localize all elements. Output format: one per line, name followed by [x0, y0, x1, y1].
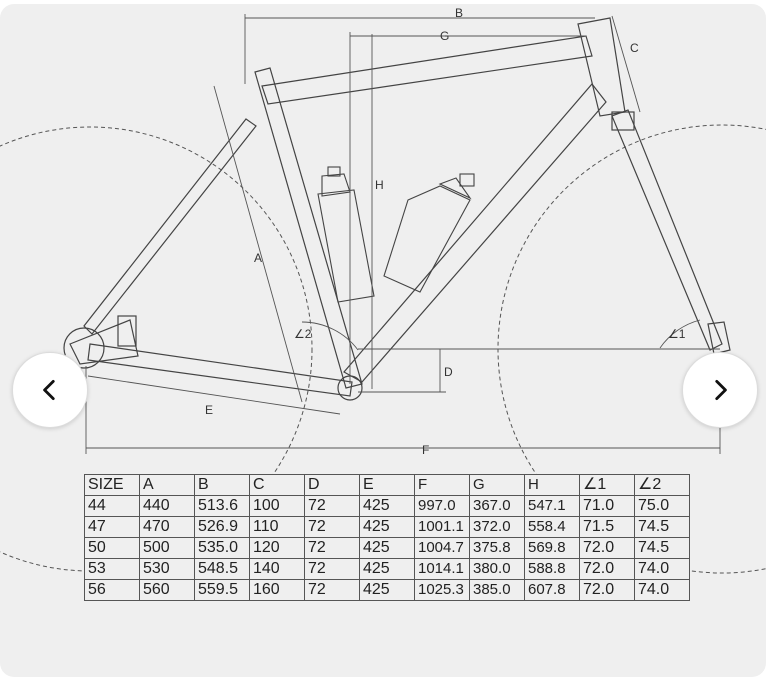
table-cell: 440 [139, 495, 195, 517]
dim-label-d: D [444, 365, 453, 379]
table-cell: 548.5 [194, 558, 250, 580]
dim-label-e: E [205, 403, 213, 417]
table-header: F [414, 474, 470, 496]
table-cell: 1004.7 [414, 537, 470, 559]
table-header: E [359, 474, 415, 496]
table-cell: 500 [139, 537, 195, 559]
table-cell: 110 [249, 516, 305, 538]
table-header: H [524, 474, 580, 496]
table-cell: 425 [359, 558, 415, 580]
geometry-table: SIZE A B C D E F G H ∠1 ∠2 44 440 513.6 … [84, 474, 690, 601]
table-cell: 72.0 [579, 537, 635, 559]
chevron-left-icon [43, 379, 55, 401]
table-cell: 1014.1 [414, 558, 470, 580]
dim-label-f: F [422, 443, 429, 457]
table-header: ∠2 [634, 474, 690, 496]
table-cell: 71.5 [579, 516, 635, 538]
table-cell: 526.9 [194, 516, 250, 538]
table-cell: 367.0 [469, 495, 525, 517]
dim-label-h: H [375, 178, 384, 192]
table-cell: 547.1 [524, 495, 580, 517]
table-cell: 120 [249, 537, 305, 559]
table-cell: 72 [304, 558, 360, 580]
table-header-row: SIZE A B C D E F G H ∠1 ∠2 [84, 474, 690, 496]
table-row: 44 440 513.6 100 72 425 997.0 367.0 547.… [84, 495, 690, 517]
water-bottles [317, 166, 475, 303]
table-cell: 559.5 [194, 579, 250, 601]
table-cell: 160 [249, 579, 305, 601]
dim-label-b: B [455, 6, 463, 20]
table-cell: 607.8 [524, 579, 580, 601]
table-row: 47 470 526.9 110 72 425 1001.1 372.0 558… [84, 516, 690, 538]
dim-label-c: C [630, 41, 639, 55]
table-cell: 72 [304, 537, 360, 559]
table-cell: 53 [84, 558, 140, 580]
table-cell: 72.0 [579, 558, 635, 580]
table-cell: 470 [139, 516, 195, 538]
table-cell: 72 [304, 495, 360, 517]
table-header: SIZE [84, 474, 140, 496]
table-cell: 74.0 [634, 558, 690, 580]
table-cell: 425 [359, 516, 415, 538]
table-row: 56 560 559.5 160 72 425 1025.3 385.0 607… [84, 579, 690, 601]
table-cell: 72.0 [579, 579, 635, 601]
table-cell: 44 [84, 495, 140, 517]
frame-outline [63, 17, 731, 401]
table-cell: 1025.3 [414, 579, 470, 601]
table-cell: 560 [139, 579, 195, 601]
table-header: C [249, 474, 305, 496]
table-cell: 74.5 [634, 516, 690, 538]
table-cell: 56 [84, 579, 140, 601]
dimension-lines [85, 14, 721, 454]
table-cell: 75.0 [634, 495, 690, 517]
table-cell: 558.4 [524, 516, 580, 538]
table-header: D [304, 474, 360, 496]
table-cell: 1001.1 [414, 516, 470, 538]
image-viewer: B G C H A D E F ∠2 ∠1 SIZE A B C D E F G… [0, 4, 766, 677]
table-cell: 425 [359, 537, 415, 559]
table-cell: 425 [359, 495, 415, 517]
table-cell: 71.0 [579, 495, 635, 517]
table-cell: 74.5 [634, 537, 690, 559]
dim-label-a: A [254, 251, 262, 265]
table-cell: 425 [359, 579, 415, 601]
next-image-button[interactable] [682, 352, 758, 428]
rear-wheel-outline [0, 126, 313, 572]
table-cell: 997.0 [414, 495, 470, 517]
previous-image-button[interactable] [12, 352, 88, 428]
table-cell: 100 [249, 495, 305, 517]
table-cell: 74.0 [634, 579, 690, 601]
table-cell: 140 [249, 558, 305, 580]
table-header: G [469, 474, 525, 496]
table-cell: 530 [139, 558, 195, 580]
table-cell: 588.8 [524, 558, 580, 580]
table-cell: 380.0 [469, 558, 525, 580]
dim-label-angle-1: ∠1 [668, 327, 686, 341]
table-cell: 47 [84, 516, 140, 538]
table-cell: 385.0 [469, 579, 525, 601]
table-header: B [194, 474, 250, 496]
chevron-right-icon [715, 379, 727, 401]
table-cell: 513.6 [194, 495, 250, 517]
dim-label-angle-2: ∠2 [294, 327, 312, 341]
table-cell: 72 [304, 516, 360, 538]
table-header: A [139, 474, 195, 496]
table-cell: 535.0 [194, 537, 250, 559]
table-row: 53 530 548.5 140 72 425 1014.1 380.0 588… [84, 558, 690, 580]
table-cell: 375.8 [469, 537, 525, 559]
table-header: ∠1 [579, 474, 635, 496]
table-cell: 569.8 [524, 537, 580, 559]
table-cell: 50 [84, 537, 140, 559]
table-cell: 72 [304, 579, 360, 601]
frame-geometry-drawing: B G C H A D E F ∠2 ∠1 [0, 6, 766, 574]
table-cell: 372.0 [469, 516, 525, 538]
dim-label-g: G [440, 29, 449, 43]
table-row: 50 500 535.0 120 72 425 1004.7 375.8 569… [84, 537, 690, 559]
